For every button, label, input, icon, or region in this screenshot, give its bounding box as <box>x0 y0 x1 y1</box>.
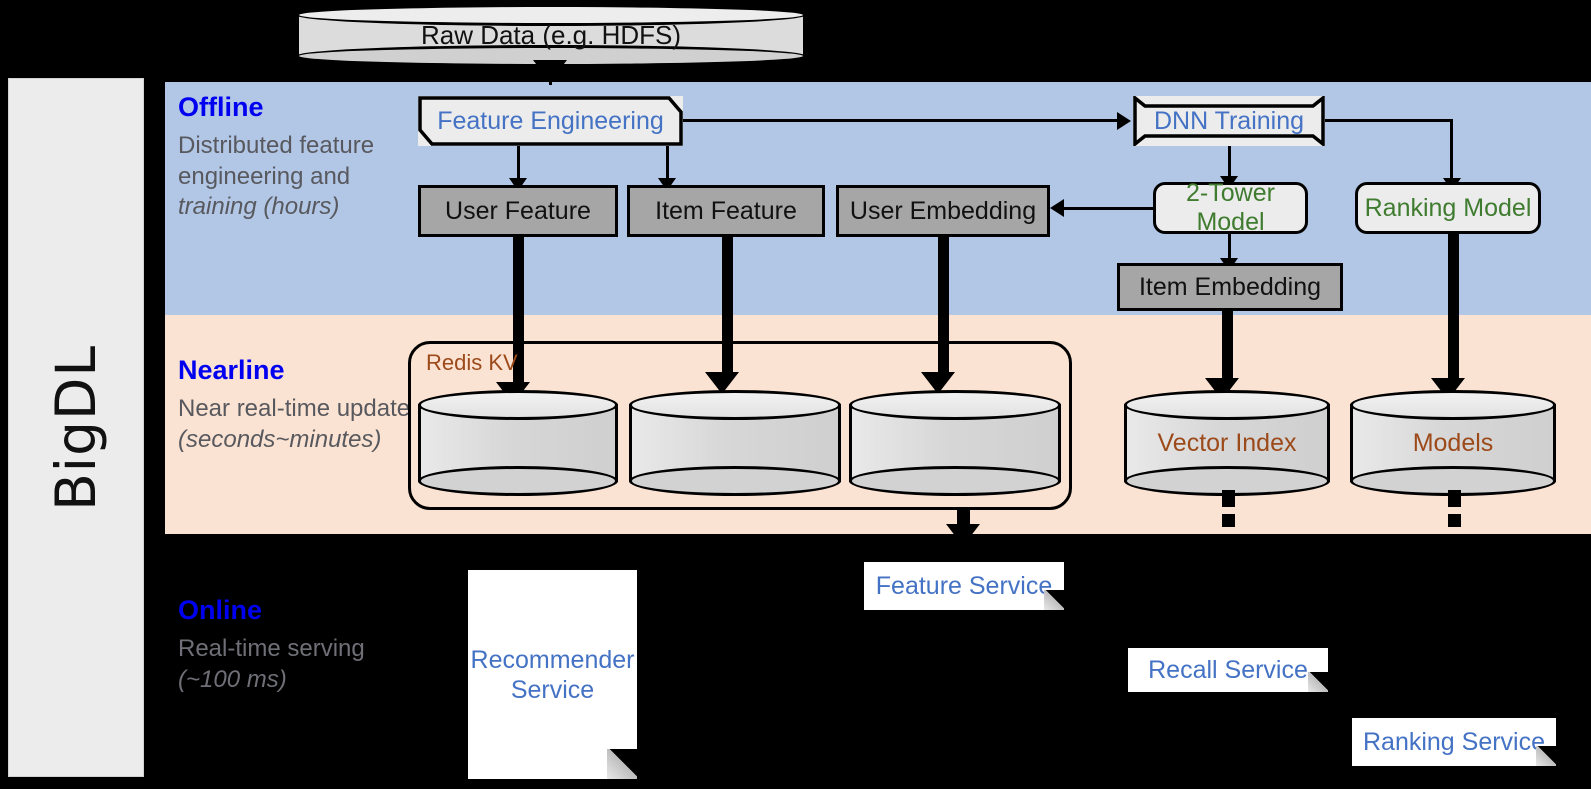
cylinder-top <box>1124 390 1330 420</box>
node-user-feature[interactable]: User Feature <box>418 185 618 237</box>
node-dnn-training[interactable]: DNN Training <box>1133 96 1325 146</box>
cylinder-top <box>418 390 618 420</box>
cylinder-top <box>296 4 806 26</box>
caption-offline: Offline Distributed feature engineering … <box>178 92 393 223</box>
ranking-service-label: Ranking Service <box>1362 728 1546 756</box>
arrowhead-redis-featureservice <box>946 524 980 546</box>
user-feature-label: User Feature <box>445 196 591 225</box>
connector-twotower-userembedding <box>1064 207 1156 210</box>
nearline-title: Nearline <box>178 355 285 385</box>
nearline-description-emphasis: (seconds~minutes) <box>178 425 382 453</box>
page-fold-icon <box>607 749 637 779</box>
pipe-vectorindex-recall-stub1 <box>1222 490 1235 507</box>
cylinder-top <box>1350 390 1556 420</box>
pipe-userembedding-redis <box>938 237 949 377</box>
node-item-embedding[interactable]: Item Embedding <box>1117 263 1343 311</box>
node-user-embedding[interactable]: User Embedding <box>836 185 1050 237</box>
connector-dnn-ranking-v <box>1450 119 1453 181</box>
connector-twotower-itemembedding <box>1228 234 1231 261</box>
item-feature-label: Item Feature <box>655 196 797 225</box>
pipe-vectorindex-recall-stub2 <box>1222 514 1235 527</box>
dnn-training-shape <box>1133 96 1325 146</box>
connector-fe-dnn <box>683 119 1117 122</box>
pipe-models-ranking-stub2 <box>1448 514 1461 527</box>
caption-nearline: Nearline Near real-time update (seconds~… <box>178 355 418 455</box>
node-item-feature[interactable]: Item Feature <box>627 185 825 237</box>
recommender-service-label: Recommender Service <box>470 645 635 704</box>
dnn-training-label: DNN Training <box>1153 106 1305 135</box>
page-fold-icon <box>1044 590 1064 610</box>
cylinder-bottom <box>849 466 1061 496</box>
online-description-text: Real-time serving <box>178 635 365 662</box>
raw-data-store[interactable]: Raw Data (e.g. HDFS) <box>296 4 806 67</box>
redis-kv-group <box>408 341 1072 510</box>
redis-kv-label: Redis KV <box>426 350 518 375</box>
cylinder-bottom <box>418 466 618 496</box>
cylinder-top <box>849 390 1061 420</box>
bigdl-text: BigDL <box>44 344 108 511</box>
bigdl-label: BigDL <box>9 79 143 776</box>
arrowhead-fe-dnn <box>1117 112 1131 130</box>
store-item-feature-kv[interactable] <box>629 390 841 496</box>
connector-fe-itemfeature <box>666 146 669 181</box>
recall-service-label: Recall Service <box>1148 656 1308 684</box>
arrowhead-rawdata-fe <box>533 60 567 82</box>
pipe-itemfeature-redis <box>722 237 733 377</box>
nearline-description: Near real-time update (seconds~minutes) <box>178 394 418 455</box>
feature-engineering-label: Feature Engineering <box>437 106 664 135</box>
connector-dnn-ranking-h <box>1325 119 1453 122</box>
feature-engineering-shape <box>418 96 683 146</box>
connector-fe-userfeature <box>517 146 520 181</box>
service-feature[interactable]: Feature Service <box>864 562 1064 610</box>
models-label: Models <box>1412 428 1494 457</box>
pipe-rankingmodel-models <box>1448 234 1459 383</box>
arrowhead-twotower-userembedding <box>1050 199 1064 217</box>
cylinder-bottom <box>629 466 841 496</box>
service-ranking[interactable]: Ranking Service <box>1352 718 1556 766</box>
bigdl-framework-panel: BigDL <box>8 78 144 777</box>
store-user-embedding-kv[interactable] <box>849 390 1061 496</box>
offline-description-emphasis: training (hours) <box>178 193 340 221</box>
pipe-userfeature-redis <box>513 237 524 387</box>
offline-title: Offline <box>178 92 264 122</box>
store-vector-index[interactable]: Vector Index <box>1124 390 1330 496</box>
connector-dnn-twotower <box>1228 146 1231 179</box>
vector-index-label: Vector Index <box>1157 428 1297 457</box>
item-embedding-label: Item Embedding <box>1138 272 1322 301</box>
two-tower-model-label: 2-Tower Model <box>1186 179 1275 236</box>
service-recommender[interactable]: Recommender Service <box>468 570 637 779</box>
cylinder-top <box>629 390 841 420</box>
node-ranking-model[interactable]: Ranking Model <box>1355 182 1541 234</box>
node-feature-engineering[interactable]: Feature Engineering <box>418 96 683 146</box>
store-models[interactable]: Models <box>1350 390 1556 496</box>
online-title: Online <box>178 595 263 625</box>
ranking-model-label: Ranking Model <box>1364 193 1532 222</box>
service-recall[interactable]: Recall Service <box>1128 648 1328 692</box>
page-fold-icon <box>1536 746 1556 766</box>
offline-description: Distributed feature engineering and trai… <box>178 131 393 223</box>
online-description: Real-time serving (~100 ms) <box>178 634 408 695</box>
nearline-description-text: Near real-time update <box>178 395 411 422</box>
user-embedding-label: User Embedding <box>849 196 1037 225</box>
pipe-itemembedding-vectorindex <box>1222 311 1233 383</box>
pipe-models-ranking-stub1 <box>1448 490 1461 507</box>
arrowhead-userembedding-redis <box>921 372 955 394</box>
raw-data-label: Raw Data (e.g. HDFS) <box>420 20 682 50</box>
page-fold-icon <box>1308 672 1328 692</box>
online-description-emphasis: (~100 ms) <box>178 665 287 693</box>
offline-description-text: Distributed feature engineering and <box>178 132 375 190</box>
caption-online: Online Real-time serving (~100 ms) <box>178 595 408 695</box>
pipe-redis-featureservice <box>957 510 970 527</box>
store-user-feature-kv[interactable] <box>418 390 618 496</box>
node-two-tower-model[interactable]: 2-Tower Model <box>1153 179 1308 236</box>
feature-service-label: Feature Service <box>875 572 1053 600</box>
arrowhead-itemfeature-redis <box>705 372 739 394</box>
